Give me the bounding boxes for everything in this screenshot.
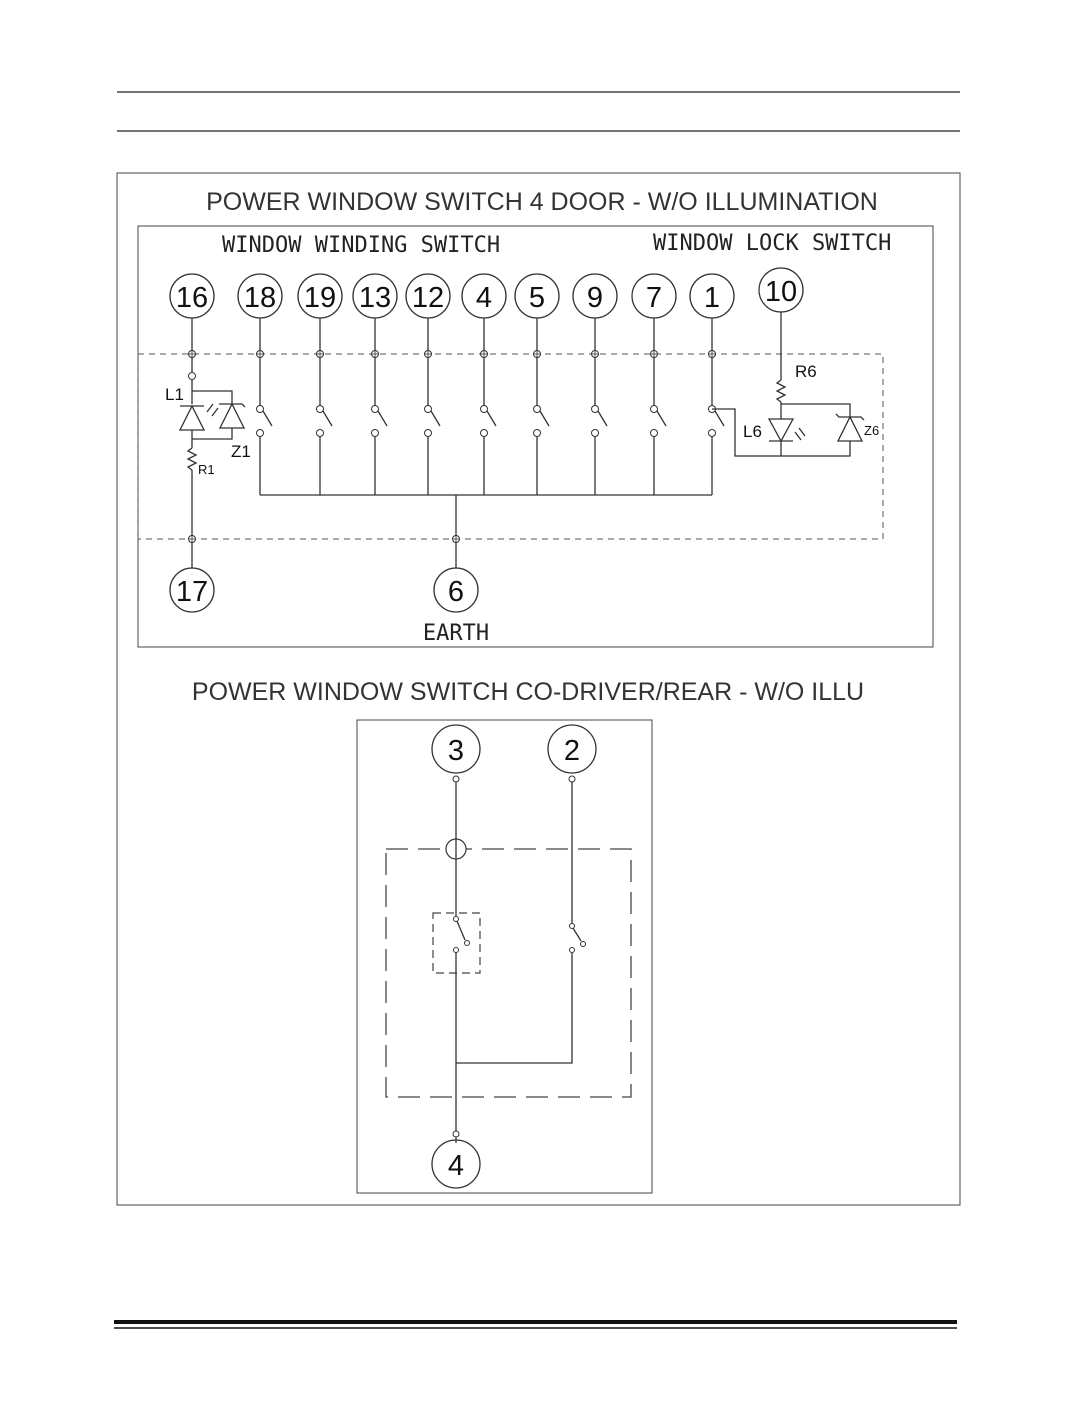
svg-text:19: 19	[304, 282, 336, 314]
l1-led-branch	[178, 318, 246, 568]
pin-9: 9	[572, 273, 618, 319]
label-r1: R1	[198, 462, 215, 477]
label-r6: R6	[795, 362, 817, 381]
pin-4-rear: 4	[431, 1139, 481, 1189]
lock-switch-branch	[712, 312, 865, 457]
lock-switch-label: WINDOW LOCK SWITCH	[653, 231, 891, 256]
label-l1: L1	[165, 385, 184, 404]
svg-text:9: 9	[587, 282, 603, 314]
pin-1: 1	[689, 273, 735, 319]
pin-2: 2	[547, 724, 597, 774]
diagram1-box	[137, 225, 934, 648]
pin-5: 5	[514, 273, 560, 319]
svg-text:13: 13	[359, 282, 391, 314]
pin-10: 10	[758, 267, 804, 313]
svg-text:18: 18	[244, 282, 276, 314]
label-z6: Z6	[864, 423, 879, 438]
pin-3: 3	[431, 724, 481, 774]
svg-text:5: 5	[529, 282, 545, 314]
pin-13: 13	[352, 273, 398, 319]
pin-12: 12	[405, 273, 451, 319]
diagram2-box	[356, 719, 653, 1194]
svg-text:12: 12	[412, 282, 444, 314]
pin-4: 4	[461, 273, 507, 319]
label-z1: Z1	[231, 442, 251, 461]
switch-housing-dashed	[137, 353, 884, 540]
pin-18: 18	[237, 273, 283, 319]
pin-6: 6	[433, 567, 479, 613]
svg-text:3: 3	[448, 735, 464, 767]
svg-text:1: 1	[704, 282, 720, 314]
pin-17: 17	[169, 567, 215, 613]
diagram2-title: POWER WINDOW SWITCH CO-DRIVER/REAR - W/O…	[192, 678, 864, 706]
label-l6: L6	[743, 422, 762, 441]
svg-text:4: 4	[448, 1150, 464, 1182]
rear-switch-wiring	[432, 775, 586, 1143]
svg-text:16: 16	[176, 282, 208, 314]
rear-switch-housing-dashed	[385, 848, 632, 1098]
earth-label: EARTH	[423, 621, 489, 646]
pin-7: 7	[631, 273, 677, 319]
svg-text:6: 6	[448, 576, 464, 608]
svg-text:2: 2	[564, 735, 580, 767]
svg-text:10: 10	[765, 276, 797, 308]
figure-frame	[116, 172, 961, 1206]
winding-switch-contacts	[256, 318, 725, 495]
diagram1-title: POWER WINDOW SWITCH 4 DOOR - W/O ILLUMIN…	[206, 188, 878, 216]
svg-text:17: 17	[176, 576, 208, 608]
pin-16: 16	[169, 273, 215, 319]
svg-text:7: 7	[646, 282, 662, 314]
winding-switch-label: WINDOW WINDING SWITCH	[222, 233, 500, 258]
svg-text:4: 4	[476, 282, 492, 314]
pin-19: 19	[297, 273, 343, 319]
